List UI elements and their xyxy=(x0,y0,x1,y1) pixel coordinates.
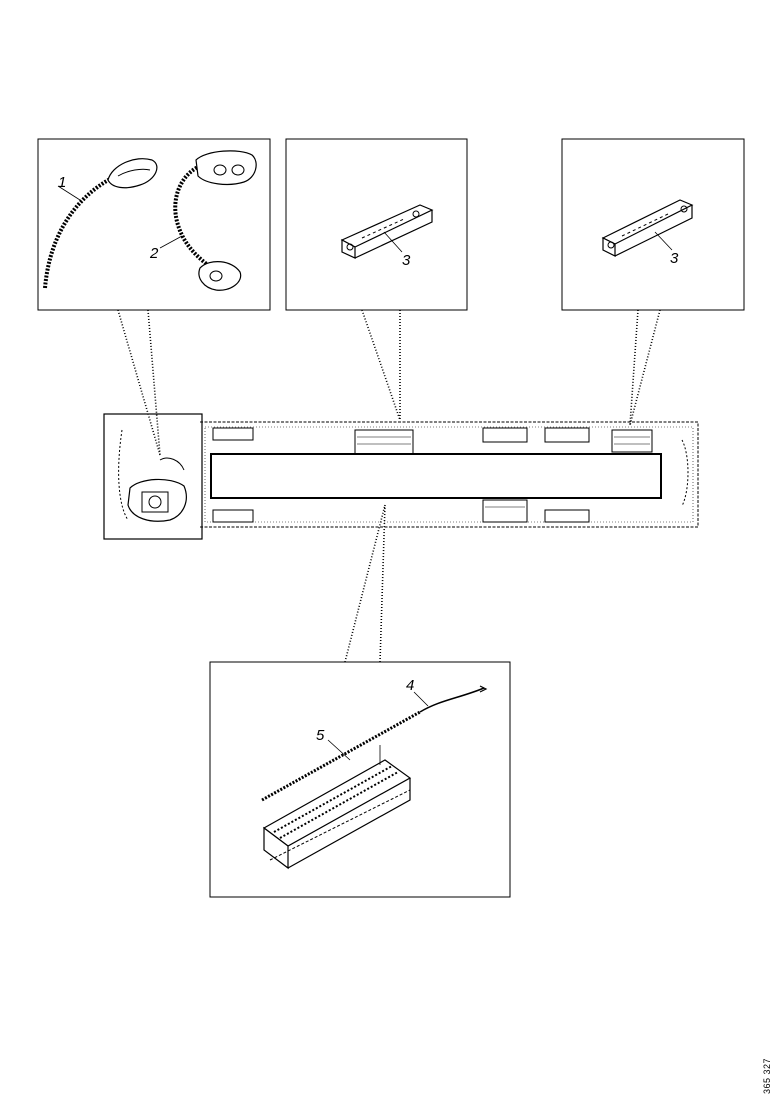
lamp-1-illustration xyxy=(43,158,158,289)
callout-4: 4 xyxy=(406,677,414,694)
callout-2: 2 xyxy=(149,245,159,262)
callout-3-right: 3 xyxy=(670,250,679,267)
callout-1: 1 xyxy=(58,174,66,191)
coach-plan-view xyxy=(200,421,699,528)
reference-code: 365 327 xyxy=(762,1057,772,1094)
lamp-2-illustration xyxy=(159,150,257,291)
callout-5: 5 xyxy=(316,727,325,744)
light-strip-illustration xyxy=(261,685,488,870)
callout-3-middle: 3 xyxy=(402,252,411,269)
detail-box-lamp-unit-middle: 3 xyxy=(285,138,468,311)
driver-area xyxy=(103,413,203,540)
detail-box-light-strip: 4 5 xyxy=(209,661,511,898)
leader-lines xyxy=(117,309,661,663)
detail-box-lamps: 1 2 xyxy=(37,138,271,311)
lamp-unit-illustration-middle xyxy=(340,204,434,259)
lamp-unit-illustration-right xyxy=(601,199,694,257)
detail-box-lamp-unit-right: 3 xyxy=(561,138,745,311)
